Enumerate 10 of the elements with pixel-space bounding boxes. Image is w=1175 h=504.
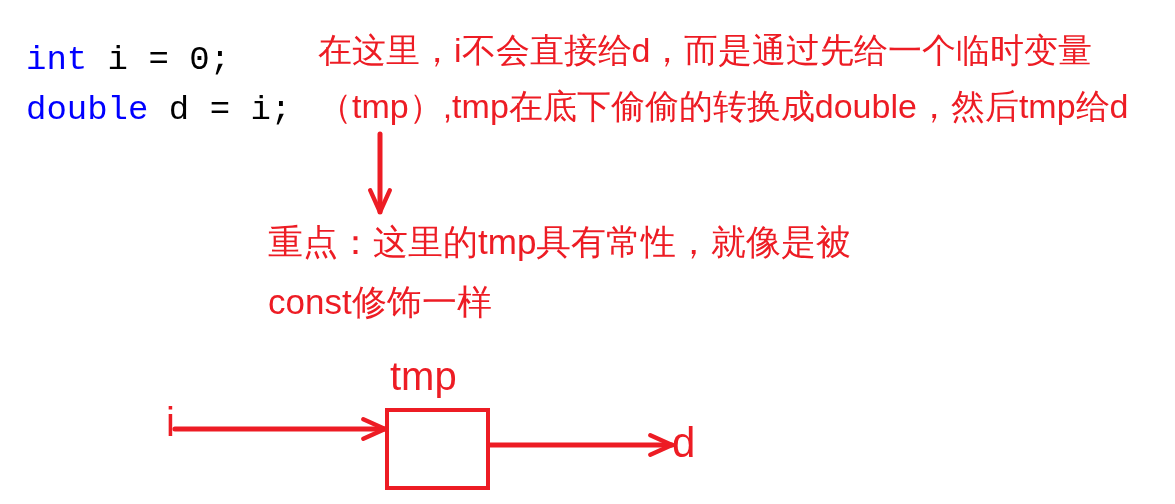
variable-name: i bbox=[166, 398, 175, 446]
arrow bbox=[487, 433, 675, 457]
note-text: 重点：这里的tmp具有常性，就像是被const修饰一样 bbox=[268, 212, 888, 332]
variable-name: d bbox=[672, 418, 696, 468]
code-line: double d = i; bbox=[26, 90, 292, 131]
arrow bbox=[368, 131, 392, 215]
box-heading: tmp bbox=[390, 353, 457, 400]
code-line: int i = 0; bbox=[26, 40, 231, 81]
arrow bbox=[172, 417, 388, 441]
annotation-text: 在这里，i不会直接给d，而是通过先给一个临时变量（tmp）,tmp在底下偷偷的转换成double，然后tmp给d bbox=[318, 22, 1168, 134]
